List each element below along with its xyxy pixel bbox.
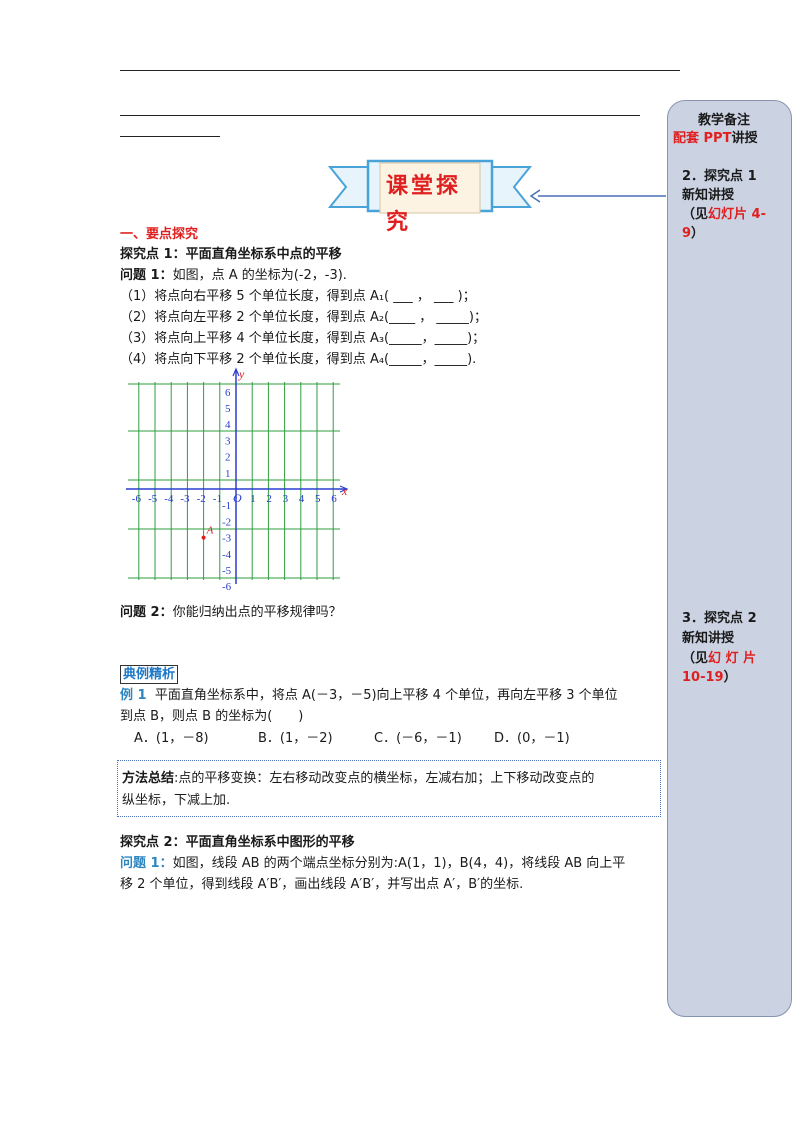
question1-text: 如图，点 A 的坐标为(-2，-3). [172,268,347,283]
section-title: 一、要点探究 [120,227,199,242]
x-axis-arrow-icon [339,485,349,493]
y-tick-label: -3 [222,533,232,545]
x-axis-label: x [341,484,348,498]
sidebar-note2-line1: 3．探究点 2 [682,611,757,626]
point-a-label: A [206,525,214,537]
x-tick-label: -4 [164,493,174,505]
x-tick-label: 4 [299,493,305,505]
sidebar-note1-line2: 新知讲授 [682,188,735,203]
sidebar-note1-line1: 2．探究点 1 [682,169,757,184]
example-label: 例 1 [120,688,147,703]
header-line-1 [120,70,680,71]
y-tick-label: 5 [225,403,231,415]
x-tick-label: -2 [197,493,206,505]
origin-label: O [233,491,242,505]
sidebar-note2-line3: （见幻 灯 片 [682,649,756,668]
explore2-title: 探究点 2：平面直角坐标系中图形的平移 [120,835,355,850]
explore1-question1: 问题 1：如图，点 A 的坐标为(-2，-3). [120,267,347,285]
y-tick-label: 4 [225,419,231,431]
sidebar-note2-prefix: （见 [682,651,709,666]
sidebar-note2-slides: 幻 灯 片 [708,651,757,666]
sidebar-ppt-label: 配套 PPT [673,131,732,146]
sidebar-note1-prefix: （见 [682,207,709,222]
question2-label: 问题 2： [120,605,173,620]
explore2-question-label: 问题 1： [120,856,173,871]
sidebar-note1-line4: 9） [682,224,704,243]
sidebar-note1-close: ） [691,226,705,241]
y-tick-label: -5 [222,565,232,577]
x-tick-label: -3 [180,493,190,505]
x-tick-label: -1 [213,493,222,505]
example-box-label: 典例精析 [120,665,179,684]
method-label: 方法总结 [122,771,175,786]
sidebar-note2-close: ） [723,670,737,685]
x-tick-label: 5 [315,493,321,505]
pointer-arrow-icon [529,189,666,203]
y-tick-label: -4 [222,549,232,561]
y-tick-label: 1 [225,468,231,480]
example-option-a: A．(1，－8) [134,731,209,746]
explore2-text-1: 如图，线段 AB 的两个端点坐标分别为:A(1，1)，B(4，4)，将线段 AB… [172,856,626,871]
y-tick-label: 3 [225,435,231,447]
method-summary-box [117,760,661,817]
explore1-item-2: （2）将点向左平移 2 个单位长度，得到点 A₂(____ ， _____)； [120,310,487,325]
question1-label: 问题 1： [120,268,173,283]
y-axis-label: y [238,367,245,381]
sidebar-note1-line3: （见幻灯片 4- [682,205,766,224]
x-tick-label: 2 [266,493,272,505]
sidebar-note1-slides-end: 9 [682,226,692,241]
x-tick-label: 1 [250,493,256,505]
explore1-item-1: （1）将点向右平移 5 个单位长度，得到点 A₁( ___ ， ___ )； [120,289,476,304]
y-tick-label: -1 [222,500,231,512]
explore1-item-3: （3）将点向上平移 4 个单位长度，得到点 A₃(_____，_____)； [120,331,486,346]
y-tick-label: -2 [222,516,231,528]
y-tick-label: 2 [225,452,231,464]
explore1-question2: 问题 2：你能归纳出点的平移规律吗？ [120,604,342,622]
method-line-1: 方法总结:点的平移变换：左右移动改变点的横坐标，左减右加；上下移动改变点的 [122,770,594,788]
x-tick-label: 3 [283,493,289,505]
x-tick-label: -6 [132,493,142,505]
example-line-1: 例 1 平面直角坐标系中，将点 A(－3，－5)向上平移 4 个单位，再向左平移… [120,687,618,705]
y-axis-arrow-icon [232,367,240,377]
explore1-item-4: （4）将点向下平移 2 个单位长度，得到点 A₄(_____，_____). [120,352,477,367]
sidebar-note1-slides: 幻灯片 4- [708,207,766,222]
point-a-marker [201,535,206,540]
method-text-1: :点的平移变换：左右移动改变点的横坐标，左减右加；上下移动改变点的 [174,771,595,786]
explore2-line-2: 移 2 个单位，得到线段 A′B′，画出线段 A′B′，并写出点 A′，B′的坐… [120,877,524,892]
sidebar-note2-line4: 10-19） [682,668,737,687]
banner-text: 课堂探究 [386,174,462,235]
header-line-3 [120,136,220,137]
explore1-title: 探究点 1：平面直角坐标系中点的平移 [120,247,342,262]
banner-ribbon-icon [327,159,533,214]
y-tick-label: -6 [222,581,232,593]
example-option-b: B．(1，－2) [258,731,333,746]
sidebar-ppt-suffix: 讲授 [731,131,758,146]
y-tick-label: 6 [225,387,231,399]
sidebar-note2-slides-end: 10-19 [682,670,724,685]
method-line-2: 纵坐标，下减上加. [122,793,231,808]
question2-text: 你能归纳出点的平移规律吗？ [172,605,342,620]
section-banner: 课堂探究 [327,155,533,235]
header-line-2 [120,115,640,116]
example-option-d: D．(0，－1) [494,731,570,746]
teaching-notes-sidebar: 教学备注 配套 PPT讲授 2．探究点 1 新知讲授 （见幻灯片 4- 9） 3… [667,100,792,1017]
sidebar-title: 教学备注 [698,113,751,128]
example-line-2: 到点 B，则点 B 的坐标为( ) [120,709,304,724]
sidebar-note2-line2: 新知讲授 [682,631,735,646]
x-tick-label: -5 [148,493,158,505]
explore2-line-1: 问题 1：如图，线段 AB 的两个端点坐标分别为:A(1，1)，B(4，4)，将… [120,855,625,873]
example-text-1: 平面直角坐标系中，将点 A(－3，－5)向上平移 4 个单位，再向左平移 3 个… [154,688,618,703]
x-tick-label: 6 [331,493,337,505]
sidebar-ppt-line: 配套 PPT讲授 [673,129,757,148]
example-option-c: C．(－6，－1) [374,731,462,746]
